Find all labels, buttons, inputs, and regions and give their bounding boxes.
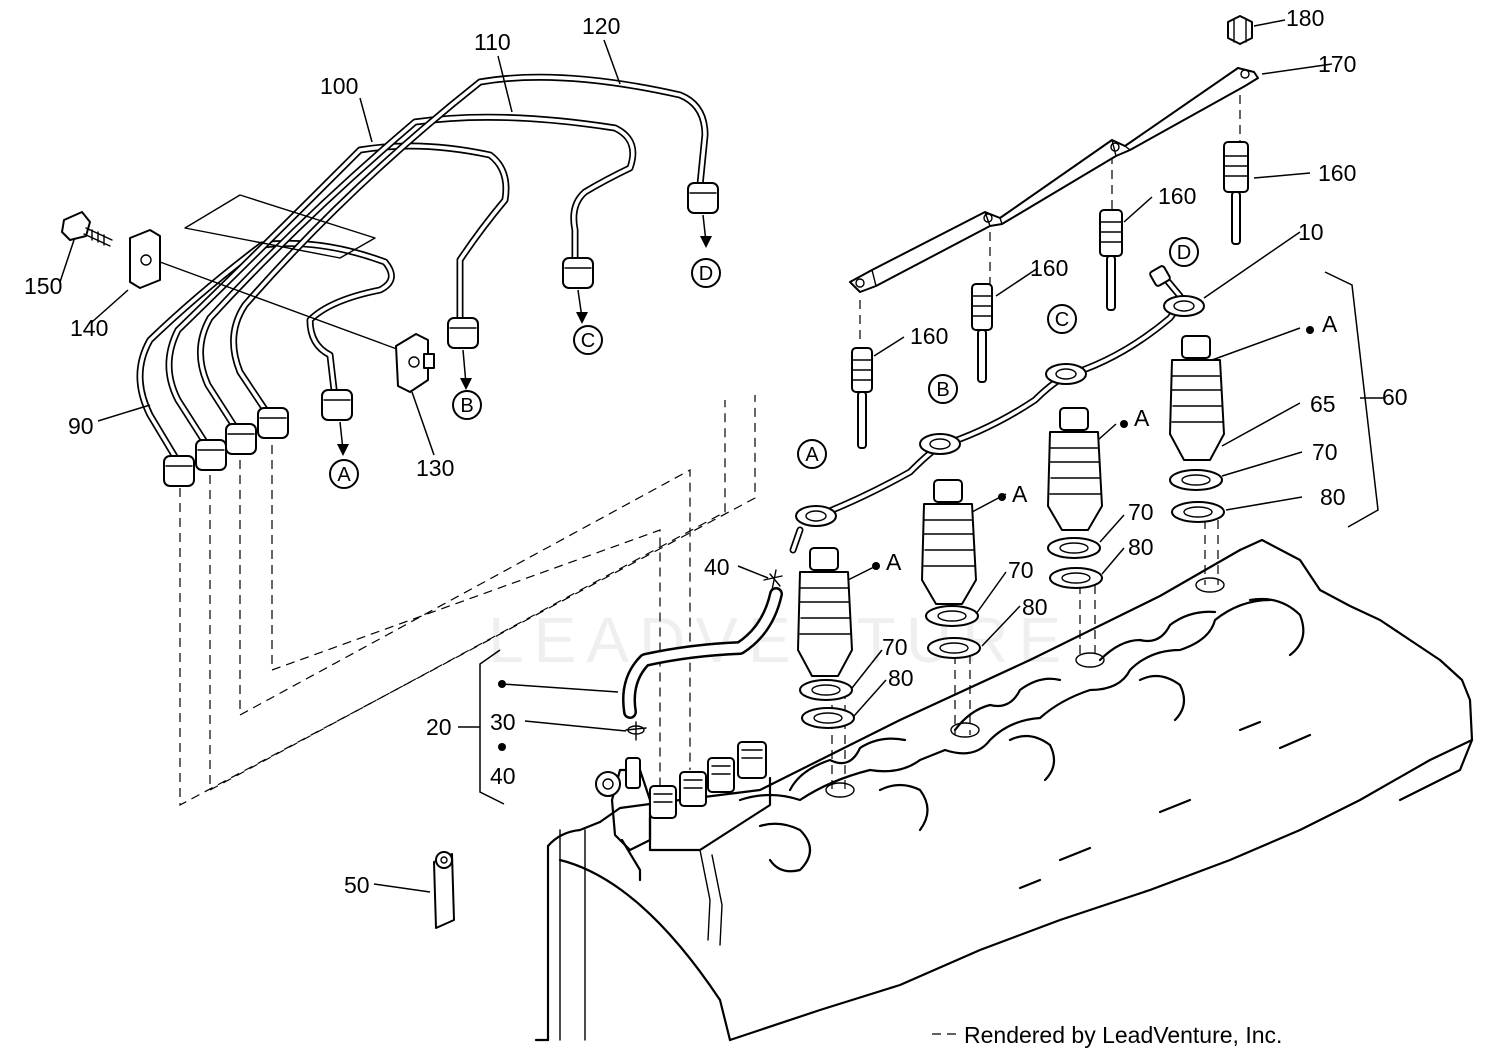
- glow-plug-4: [1223, 141, 1249, 245]
- nut-pipe-120-pump: [257, 407, 289, 439]
- leak-off-hose: [622, 569, 783, 741]
- nut-180: [1227, 15, 1253, 45]
- callout-160-b: 160: [1030, 255, 1068, 281]
- return-pipe-markers: A B C D: [797, 237, 1199, 469]
- callout-90: 90: [68, 413, 94, 439]
- callout-80-c: 80: [1128, 534, 1154, 560]
- callout-150: 150: [24, 273, 62, 299]
- injector-mark-4: A: [1322, 311, 1338, 337]
- pipe-110: [196, 113, 637, 439]
- callout-70-c: 70: [1128, 499, 1154, 525]
- injector-2: [921, 479, 981, 659]
- callout-10: 10: [1298, 219, 1324, 245]
- nut-pipe-a: [321, 389, 353, 421]
- svg-text:A: A: [805, 444, 819, 466]
- callout-100: 100: [320, 73, 358, 99]
- alignment-lines: [179, 80, 1241, 807]
- callout-30: 30: [490, 709, 516, 735]
- callout-80-b: 80: [1022, 594, 1048, 620]
- callout-140: 140: [70, 315, 108, 341]
- bracket-20: [479, 649, 505, 805]
- callout-labels: 100 110 120 150 140 90 130 180 170 160 1…: [24, 5, 1408, 898]
- nut-pipe-100-pump: [195, 439, 227, 471]
- pipe-end-marker-d: [691, 258, 721, 288]
- return-marker-c: [1047, 304, 1077, 334]
- nut-pipe-110-pump: [225, 423, 257, 455]
- svg-text:B: B: [460, 395, 473, 417]
- injection-pipes: [136, 73, 709, 469]
- callout-70-a: 70: [882, 634, 908, 660]
- leader-lines: [59, 19, 1384, 893]
- callout-50: 50: [344, 872, 370, 898]
- injector-mark-3: A: [1134, 405, 1150, 431]
- glow-plugs: [851, 141, 1249, 449]
- injector-mark-2: A: [1012, 481, 1028, 507]
- svg-text:C: C: [1055, 309, 1069, 331]
- callout-180: 180: [1286, 5, 1324, 31]
- bolt-150: [61, 211, 113, 247]
- nut-pipe-90-pump: [163, 455, 195, 487]
- footer-credit: Rendered by LeadVenture, Inc.: [964, 1022, 1282, 1048]
- callout-20: 20: [426, 714, 452, 740]
- return-pipe: [789, 265, 1205, 554]
- callout-65: 65: [1310, 391, 1336, 417]
- callout-40-lower: 40: [490, 763, 516, 789]
- callout-160-d: 160: [1318, 160, 1356, 186]
- pipe-end-arrows: [337, 214, 712, 456]
- pipe-nuts: [163, 182, 719, 487]
- callout-110: 110: [474, 29, 511, 55]
- glow-plug-lead-bar: [849, 67, 1259, 293]
- injection-pump: [595, 741, 772, 852]
- callout-80-d: 80: [1320, 484, 1346, 510]
- callout-170: 170: [1318, 51, 1356, 77]
- pipe-90: [136, 239, 395, 469]
- callout-80-a: 80: [888, 665, 914, 691]
- callout-60: 60: [1382, 384, 1408, 410]
- return-marker-d: [1169, 237, 1199, 267]
- watermark-text: LEADVENTURE: [488, 604, 1071, 676]
- glow-plug-1: [851, 347, 873, 449]
- callout-40-upper: 40: [704, 554, 730, 580]
- callout-130: 130: [416, 455, 454, 481]
- pipe-100: [165, 142, 510, 454]
- glow-plug-2: [971, 283, 993, 383]
- clamp-140: [129, 229, 406, 353]
- return-marker-b: [928, 374, 958, 404]
- callout-160-c: 160: [1158, 183, 1196, 209]
- svg-text:B: B: [936, 379, 949, 401]
- pipe-end-marker-b: [452, 390, 482, 420]
- nut-pipe-d: [687, 182, 719, 214]
- clamp-130: [395, 333, 435, 393]
- svg-text:A: A: [337, 464, 351, 486]
- pipe-end-marker-a: [329, 459, 359, 489]
- injector-3: [1047, 407, 1103, 589]
- pipe-end-marker-c: [573, 325, 603, 355]
- pipe-end-markers: A B C D: [329, 258, 721, 489]
- return-marker-a: [797, 439, 827, 469]
- callout-70-b: 70: [1008, 557, 1034, 583]
- svg-text:D: D: [699, 263, 713, 285]
- svg-text:C: C: [581, 330, 595, 352]
- injector-mark-1: A: [886, 549, 902, 575]
- injector-4: [1169, 335, 1225, 523]
- pipe-120: [230, 73, 709, 424]
- injectors: [797, 335, 1225, 729]
- callout-160-a: 160: [910, 323, 948, 349]
- callout-70-d: 70: [1312, 439, 1338, 465]
- nut-pipe-c: [562, 257, 594, 289]
- bullet-dots: [498, 326, 1314, 751]
- cylinder-head: [534, 538, 1474, 1042]
- injector-1: [797, 547, 855, 729]
- callout-120: 120: [582, 13, 620, 39]
- part-50: [433, 851, 455, 929]
- svg-text:D: D: [1177, 242, 1191, 264]
- nut-pipe-b: [447, 317, 479, 349]
- glow-plug-3: [1099, 209, 1123, 311]
